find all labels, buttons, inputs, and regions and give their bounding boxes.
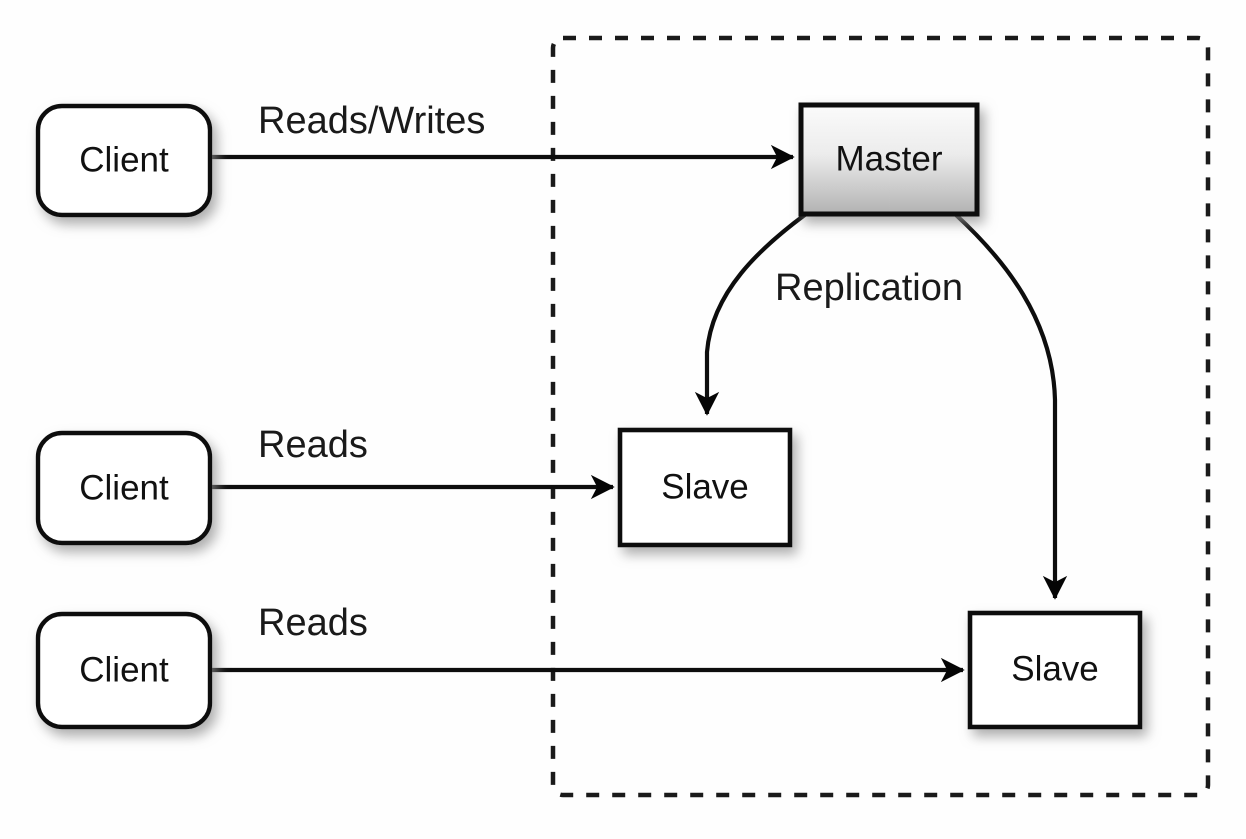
node-client-3[interactable]: Client <box>35 611 213 730</box>
node-client-1[interactable]: Client <box>35 103 213 218</box>
node-slave-2[interactable]: Slave <box>967 610 1143 730</box>
edge-label-reads-writes: Reads/Writes <box>258 100 485 142</box>
slave-2-shape <box>967 610 1143 730</box>
datastore-boundary <box>550 35 1211 798</box>
client-1-label: Client <box>79 140 169 179</box>
edge-label-replication: Replication <box>775 267 963 309</box>
edge-label-reads-slave1: Reads <box>258 424 368 466</box>
client-3-label: Client <box>79 650 169 689</box>
slave-1-shape <box>617 427 793 548</box>
edge-master-slave2-curve <box>953 212 1068 600</box>
client-3-shape <box>35 611 213 730</box>
node-master[interactable]: Master <box>798 102 980 217</box>
edge-label-reads-slave2: Reads <box>258 602 368 644</box>
edge-master-slave1-curve <box>694 212 808 416</box>
slave-2-label: Slave <box>1011 649 1099 688</box>
node-client-2[interactable]: Client <box>35 430 213 546</box>
client-2-shape <box>35 430 213 546</box>
client-2-label: Client <box>79 468 169 507</box>
master-shape <box>798 102 980 217</box>
client-1-shape <box>35 103 213 218</box>
slave-1-label: Slave <box>661 467 749 506</box>
node-slave-1[interactable]: Slave <box>617 427 793 548</box>
master-label: Master <box>836 139 943 178</box>
